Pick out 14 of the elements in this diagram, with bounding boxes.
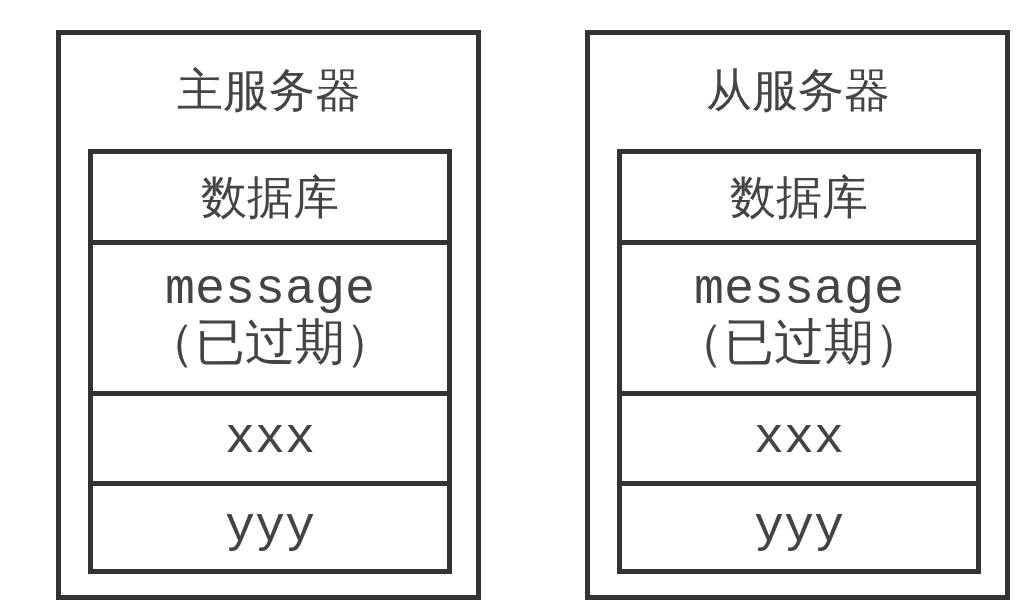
table-row: xxx [93, 391, 447, 481]
table-row: message （已过期） [93, 240, 447, 391]
database-table [617, 149, 981, 574]
server-box [56, 30, 481, 600]
database-table [88, 149, 452, 574]
box-heading: 主服务器 [176, 63, 361, 117]
table-row: xxx [622, 391, 976, 481]
server-box [585, 30, 1010, 600]
table-row: yyy [622, 481, 976, 569]
table-row: message （已过期） [622, 240, 976, 391]
table-header: 数据库 [201, 170, 339, 224]
table-header: 数据库 [730, 170, 868, 224]
box-heading: 从服务器 [705, 63, 890, 117]
table-row: yyy [93, 481, 447, 569]
